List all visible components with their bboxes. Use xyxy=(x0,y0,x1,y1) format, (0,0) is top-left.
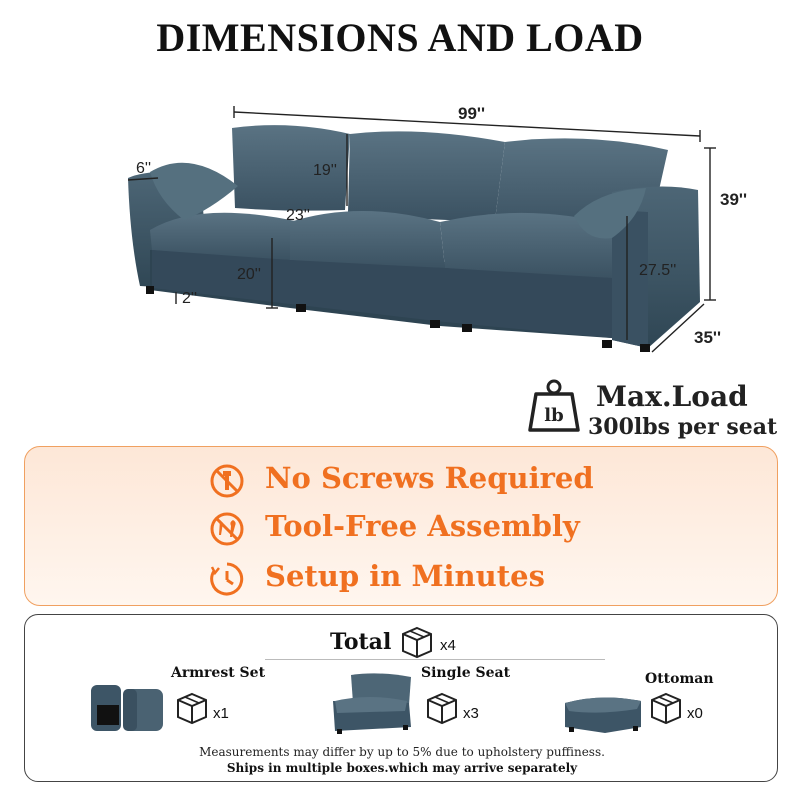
measurement-note: Measurements may differ by up to 5% due … xyxy=(199,745,605,759)
no-tools-icon xyxy=(210,512,244,546)
item-ottoman: Ottoman x0 xyxy=(561,665,761,747)
sofa-diagram: 99'' 39'' 35'' 6'' 19'' 23'' 20'' 2'' 27… xyxy=(0,90,800,380)
dimension-arm-height: 27.5'' xyxy=(639,262,677,279)
clock-icon xyxy=(210,562,244,596)
box-icon xyxy=(427,692,457,725)
shipping-panel: Total x4 Armrest Set x1 xyxy=(24,614,778,782)
dimension-seat-depth: 23'' xyxy=(286,207,310,224)
item-quantity: x1 xyxy=(213,705,229,722)
total-boxes: Total x4 xyxy=(330,625,510,661)
item-name: Ottoman xyxy=(645,671,714,687)
dimension-height: 39'' xyxy=(720,190,747,209)
dimension-arm-width: 6'' xyxy=(136,160,152,177)
armrest-set-image xyxy=(91,685,163,731)
box-icon xyxy=(402,626,432,659)
shipping-note: Ships in multiple boxes.which may arrive… xyxy=(226,761,578,775)
feature-setup-minutes: Setup in Minutes xyxy=(209,555,729,599)
item-quantity: x0 xyxy=(687,705,703,722)
dimension-seat-height: 20'' xyxy=(237,266,261,283)
max-load-value: 300lbs per seat xyxy=(588,414,778,440)
weight-unit-label: lb xyxy=(544,405,563,426)
no-screws-icon xyxy=(210,464,244,498)
feature-tool-free: Tool-Free Assembly xyxy=(209,505,729,549)
box-icon xyxy=(177,692,207,725)
item-armrest-set: Armrest Set x1 xyxy=(87,665,287,747)
weight-lb-icon: lb xyxy=(528,379,580,432)
dimension-leg-height: 2'' xyxy=(182,290,198,307)
feature-label: Setup in Minutes xyxy=(265,559,545,593)
item-quantity: x3 xyxy=(463,705,479,722)
ottoman-image xyxy=(565,697,641,733)
dimension-back-cushion: 19'' xyxy=(313,162,337,179)
total-label: Total xyxy=(330,629,392,655)
feature-no-screws: No Screws Required xyxy=(209,457,729,501)
item-single-seat: Single Seat x3 xyxy=(329,665,529,747)
item-name: Single Seat xyxy=(421,665,511,681)
total-quantity: x4 xyxy=(440,637,456,654)
dimension-width: 99'' xyxy=(458,104,485,123)
single-seat-image xyxy=(333,673,411,734)
page-title: DIMENSIONS AND LOAD xyxy=(156,15,644,60)
max-load-title: Max.Load xyxy=(596,380,748,413)
box-icon xyxy=(651,692,681,725)
max-load-badge: lb Max.Load 300lbs per seat xyxy=(526,374,796,440)
features-panel: No Screws Required Tool-Free Assembly Se… xyxy=(24,446,778,606)
feature-label: Tool-Free Assembly xyxy=(265,509,580,543)
divider xyxy=(265,659,605,660)
sofa-image xyxy=(127,106,716,353)
dimension-depth: 35'' xyxy=(694,328,721,347)
feature-label: No Screws Required xyxy=(265,461,594,495)
item-name: Armrest Set xyxy=(171,665,266,681)
